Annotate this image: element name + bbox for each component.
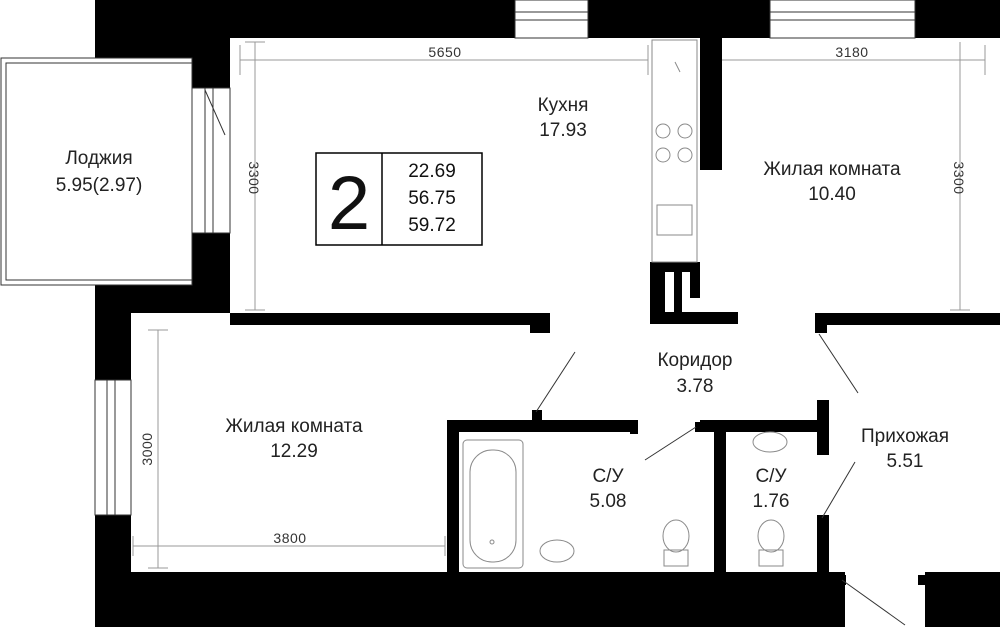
hallway-area: 5.51 [887,451,924,472]
door-swings [535,333,906,626]
windows [94,0,916,516]
kitchen-label: Кухня [538,95,589,116]
total-area-value: 56.75 [408,188,456,209]
apartment-summary: 2 22.69 56.75 59.72 [315,152,483,246]
bathroom-small-label: С/У [755,466,787,487]
living-room-small-label: Жилая комната [763,159,901,180]
kitchen-area: 17.93 [539,120,587,141]
hallway-label: Прихожая [861,426,949,447]
kitchen-width-dimension: 5650 [428,44,461,60]
living-small-width-dimension: 3180 [835,44,868,60]
loggia-outline [0,57,193,286]
bathroom-main-label: С/У [592,466,624,487]
living-small-height-dimension: 3300 [951,161,967,194]
room-count: 2 [328,161,370,246]
loggia-label: Лоджия [65,148,132,169]
living-room-large-label: Жилая комната [225,416,363,437]
walls [95,0,1000,627]
total-area-with-loggia-value: 59.72 [408,215,456,236]
living-large-height-dimension: 3000 [139,432,155,465]
kitchen-counter [651,39,698,263]
corridor-area: 3.78 [677,376,714,397]
bathroom-main-area: 5.08 [590,491,627,512]
bathroom-small-area: 1.76 [753,491,790,512]
kitchen-height-dimension: 3300 [246,161,262,194]
corridor-label: Коридор [657,350,732,371]
living-room-large-area: 12.29 [270,441,318,462]
loggia-area: 5.95(2.97) [56,175,143,196]
bathroom-fixtures [462,431,788,569]
living-large-width-dimension: 3800 [273,530,306,546]
living-room-small-area: 10.40 [808,184,856,205]
living-area-value: 22.69 [408,161,456,182]
dimension-lines [132,41,986,569]
